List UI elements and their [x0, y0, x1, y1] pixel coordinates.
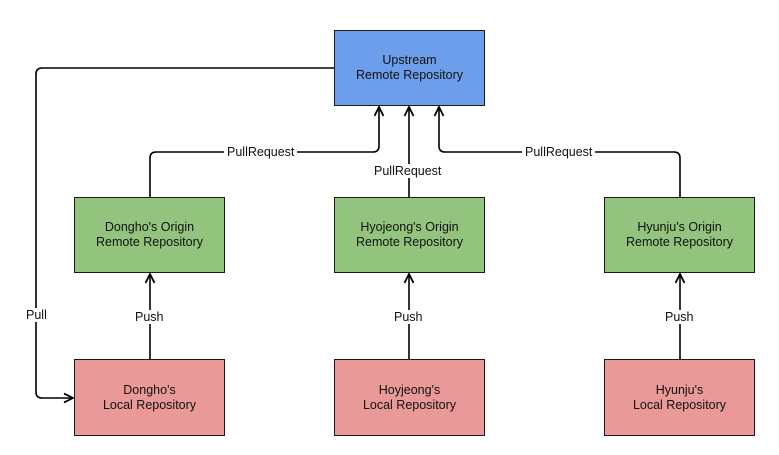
edge-label-pullrequest-left: PullRequest — [224, 145, 298, 159]
node-label-line1: Hyunju's Origin — [637, 220, 722, 234]
edge-label-push-right: Push — [662, 310, 697, 324]
edge-label-push-left: Push — [132, 310, 167, 324]
hyunju-origin-remote-repository: Hyunju's Origin Remote Repository — [604, 197, 755, 273]
node-label-line2: Local Repository — [362, 397, 457, 412]
node-label-line1: Hyunju's — [655, 382, 704, 397]
node-label-line1: Dongho's Origin — [104, 220, 195, 234]
hyojeong-origin-remote-repository: Hyojeong's Origin Remote Repository — [334, 197, 485, 273]
edge-label-pull: Pull — [23, 308, 50, 322]
node-label-line2: Remote Repository — [626, 235, 733, 249]
node-label-line1: Dongho's — [123, 382, 176, 397]
dongho-origin-remote-repository: Dongho's Origin Remote Repository — [74, 197, 225, 273]
edge-label-pullrequest-right: PullRequest — [522, 145, 596, 159]
node-label-line2: Remote Repository — [356, 235, 463, 249]
edge-label-pullrequest-center: PullRequest — [371, 164, 445, 178]
hoyjeong-local-repository: Hoyjeong's Local Repository — [334, 359, 485, 436]
node-label-line2: Remote Repository — [356, 68, 463, 82]
node-label-line1: Upstream — [382, 53, 437, 67]
edge-label-push-center: Push — [391, 310, 426, 324]
node-label-line2: Remote Repository — [96, 235, 203, 249]
node-label-line2: Local Repository — [632, 397, 727, 412]
edge-pull — [35, 67, 334, 398]
node-label-line1: Hoyjeong's — [378, 382, 441, 397]
node-label-line1: Hyojeong's Origin — [360, 220, 459, 234]
node-label-line2: Local Repository — [102, 397, 197, 412]
hyunju-local-repository: Hyunju's Local Repository — [604, 359, 755, 436]
dongho-local-repository: Dongho's Local Repository — [74, 359, 225, 436]
upstream-remote-repository: Upstream Remote Repository — [334, 30, 485, 106]
